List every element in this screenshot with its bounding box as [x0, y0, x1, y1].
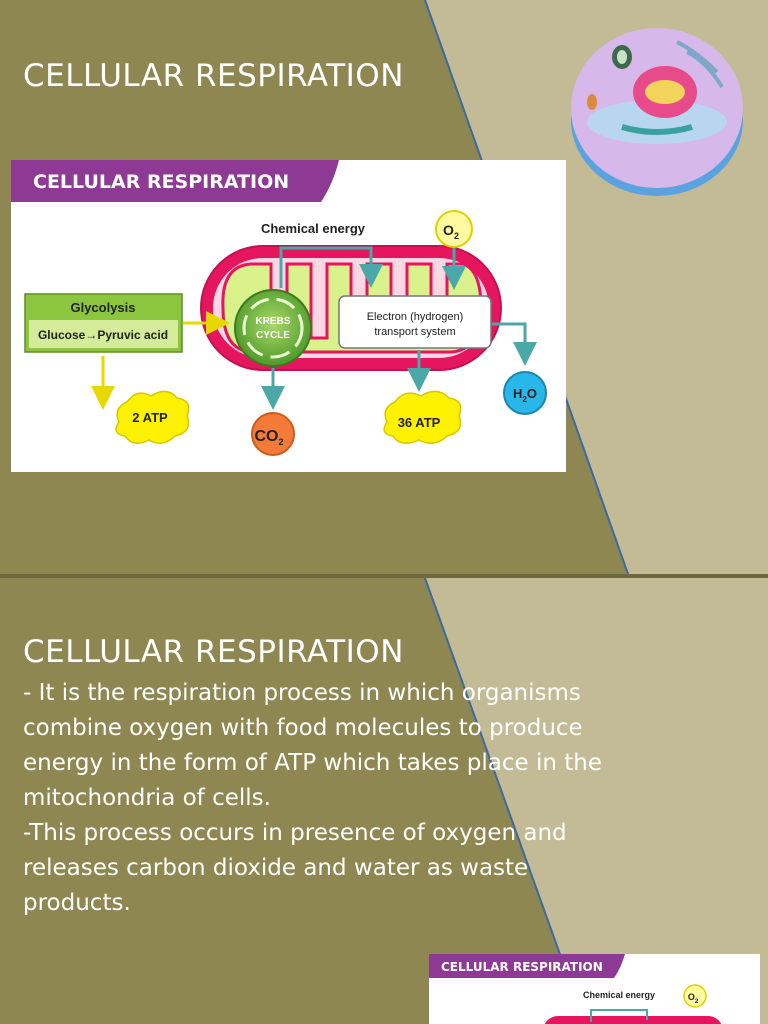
- atp-36-burst: [383, 390, 462, 444]
- h2o-h: H: [513, 386, 522, 401]
- arrow-chemical-energy: [279, 246, 383, 288]
- diagram-svg: CELLULAR RESPIRATION Glycolysis Glucose→…: [11, 160, 547, 456]
- arrow-to-h2o: [492, 322, 537, 366]
- h2o-subscript: 2: [522, 395, 527, 404]
- thumbnail-banner: [429, 954, 625, 978]
- paragraph-process: -This process occurs in presence of oxyg…: [23, 820, 567, 916]
- animal-cell-illustration-icon: [571, 28, 743, 196]
- slide-2-body: - It is the respiration process in which…: [23, 676, 623, 921]
- co2-text: CO: [254, 428, 278, 445]
- slide-1-title: CELLULAR RESPIRATION: [23, 58, 404, 94]
- electron-transport-label-1: Electron (hydrogen): [367, 311, 464, 323]
- o2-text: O: [443, 222, 454, 238]
- thumbnail-arrow: [590, 1009, 648, 1022]
- atp-2-burst: [115, 390, 190, 444]
- o2-circle: [435, 210, 473, 248]
- cellular-respiration-diagram: CELLULAR RESPIRATION Glycolysis Glucose→…: [11, 160, 566, 472]
- glucose-text: Glucose: [38, 328, 86, 342]
- electron-transport-label-2: transport system: [374, 326, 455, 338]
- krebs-cycle-arrows: [242, 297, 304, 359]
- diagram-thumbnail-svg: CELLULAR RESPIRATION Chemical energy O2: [429, 954, 722, 1024]
- atp-36-label: 36 ATP: [398, 415, 441, 430]
- krebs-cycle-circle: [234, 289, 312, 367]
- co2-subscript: 2: [278, 437, 283, 447]
- thumbnail-mitochondrion: [544, 1016, 722, 1024]
- slide-1: CELLULAR RESPIRATION: [0, 0, 768, 574]
- atp-2-label: 2 ATP: [132, 410, 168, 425]
- diagram-banner-text: CELLULAR RESPIRATION: [33, 171, 289, 193]
- o2-subscript: 2: [454, 231, 459, 241]
- thumbnail-banner-text: CELLULAR RESPIRATION: [441, 960, 603, 974]
- pyruvic-text: Pyruvic acid: [97, 328, 168, 342]
- slide-2: CELLULAR RESPIRATION - It is the respira…: [0, 578, 768, 1024]
- krebs-label-1: KREBS: [255, 316, 290, 327]
- electron-transport-box: [338, 295, 492, 349]
- o2-label: O2: [443, 222, 459, 241]
- co2-label: CO2: [254, 428, 283, 447]
- co2-circle: [251, 412, 295, 456]
- h2o-o: O: [527, 386, 537, 401]
- thumbnail-chemical-energy: Chemical energy: [583, 990, 655, 1000]
- thumbnail-o2-text: O: [688, 992, 695, 1002]
- glycolysis-inner: [29, 320, 178, 348]
- paragraph-definition: - It is the respiration process in which…: [23, 680, 602, 811]
- thumbnail-o2-circle: [683, 984, 707, 1008]
- thumbnail-o2-label: O2: [688, 992, 699, 1005]
- thumbnail-o2-subscript: 2: [695, 999, 699, 1005]
- krebs-label-2: CYCLE: [256, 330, 290, 341]
- glycolysis-label: Glycolysis: [70, 300, 135, 315]
- h2o-label: H2O: [513, 386, 537, 404]
- h2o-circle: [503, 371, 547, 415]
- glucose-pyruvic-label: Glucose→Pyruvic acid: [38, 328, 168, 342]
- slide-2-title: CELLULAR RESPIRATION: [23, 634, 404, 670]
- cellular-respiration-diagram-thumbnail: CELLULAR RESPIRATION Chemical energy O2: [429, 954, 760, 1024]
- slide-2-background: [0, 578, 768, 1024]
- conversion-arrow: →: [85, 328, 97, 342]
- chemical-energy-label: Chemical energy: [261, 221, 366, 236]
- diagram-banner: [11, 160, 339, 202]
